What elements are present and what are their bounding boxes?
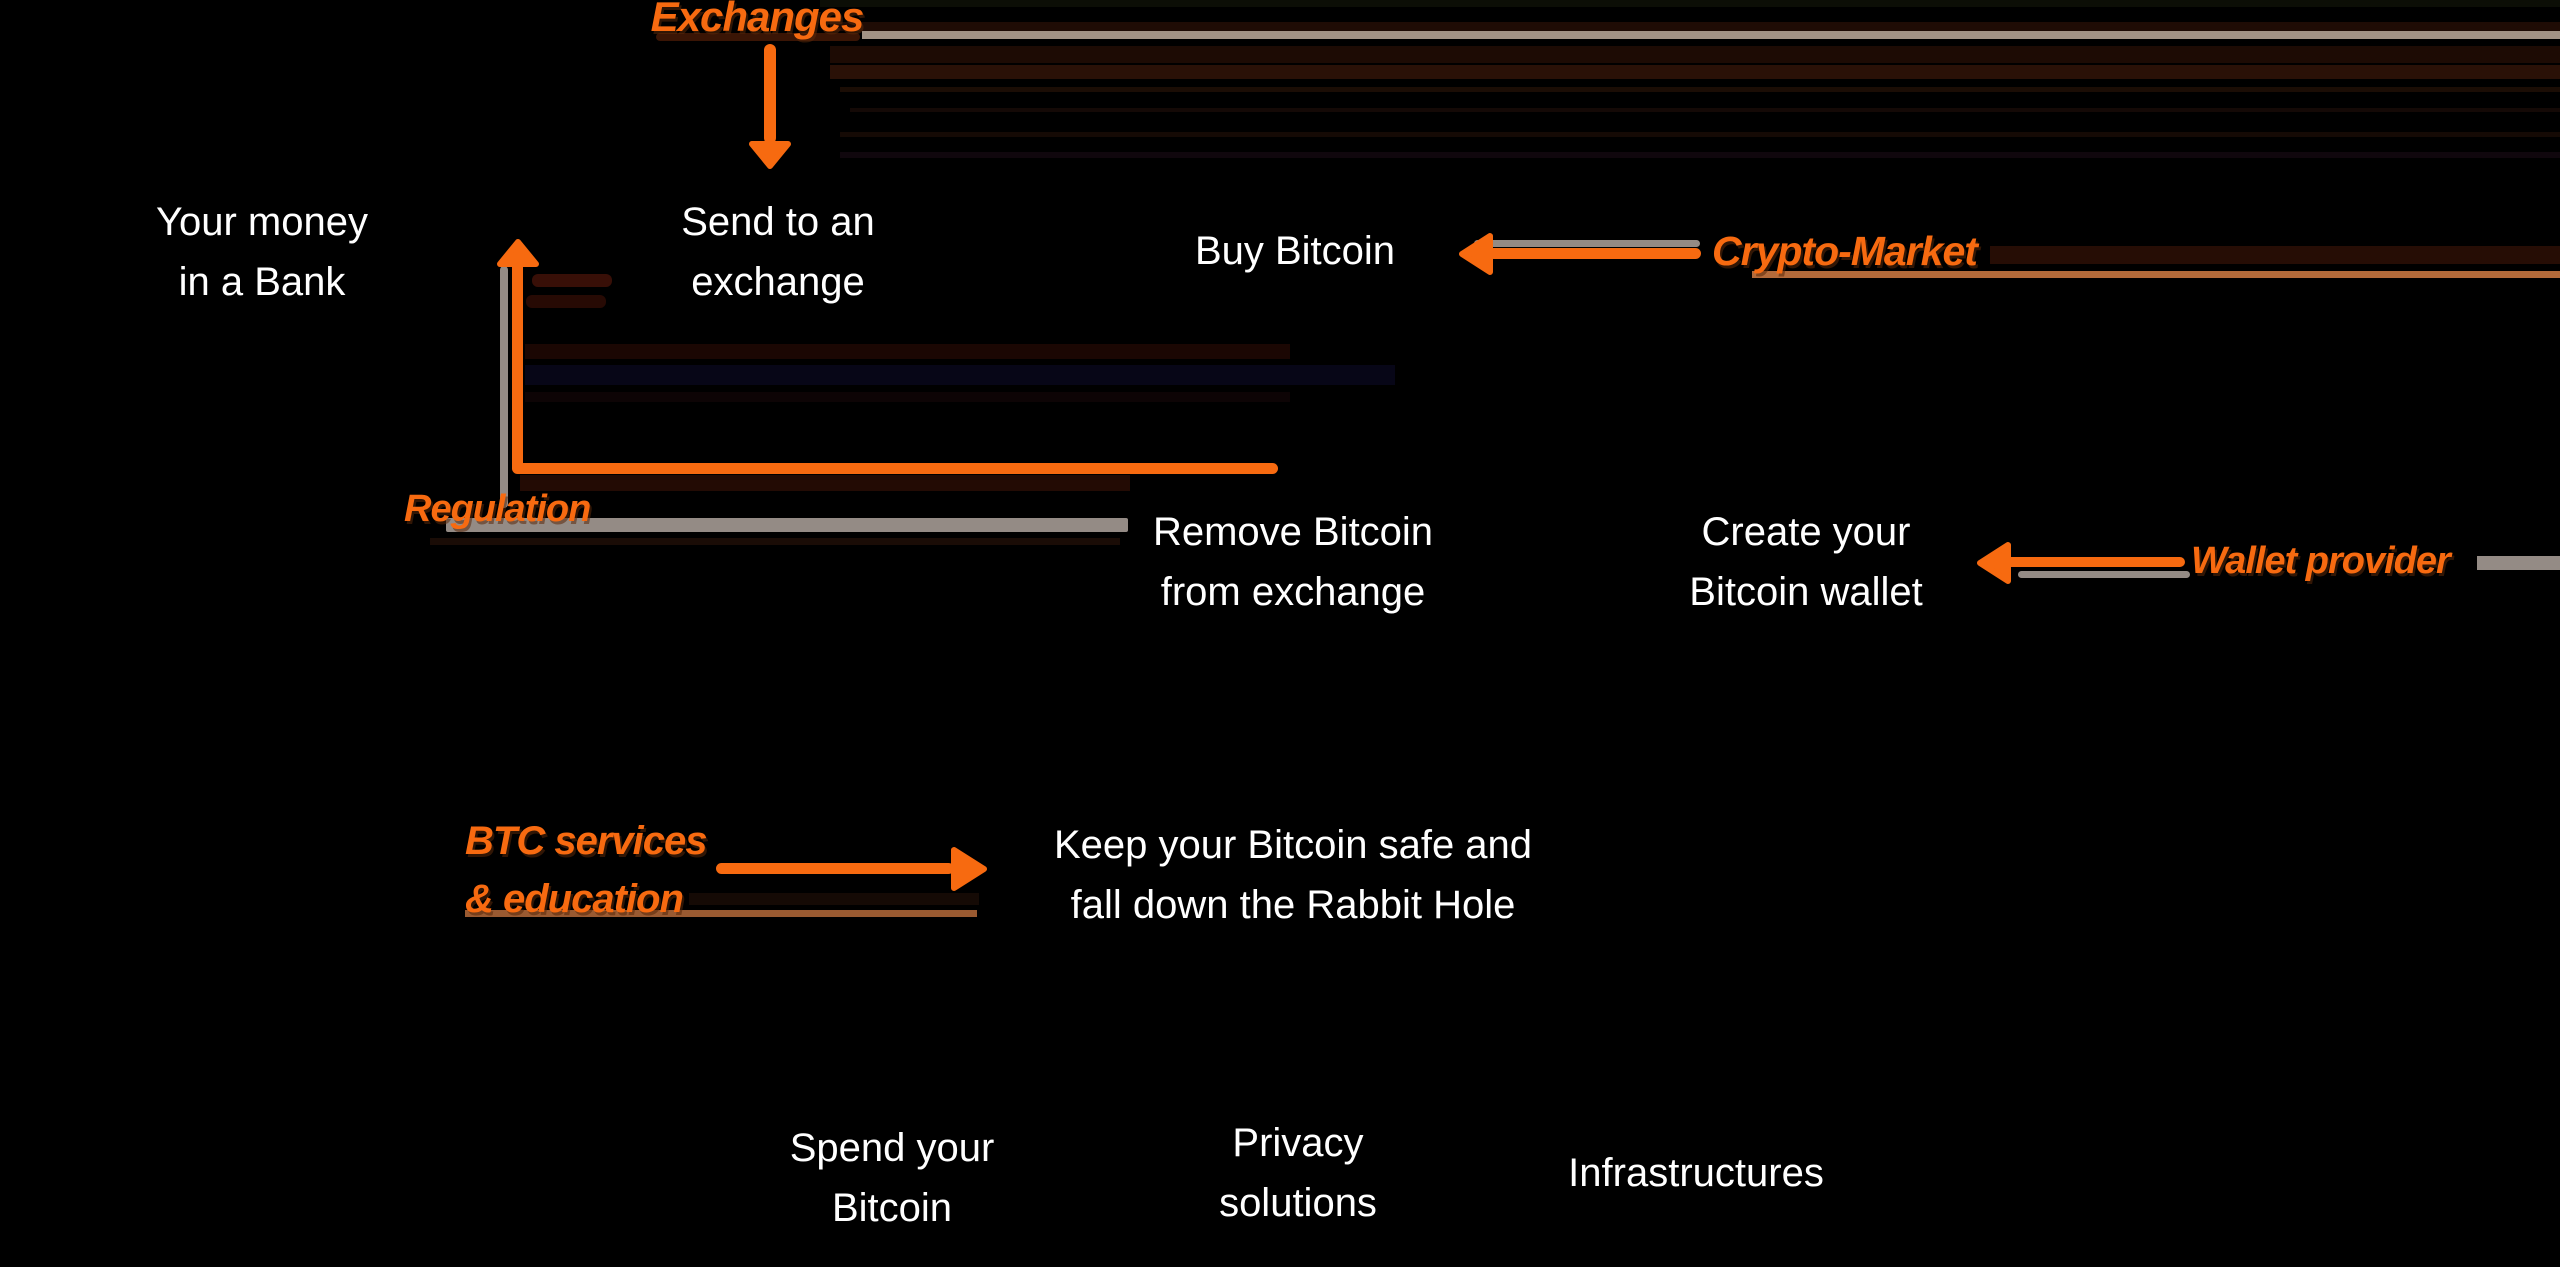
faint-line — [689, 893, 979, 905]
step-label: solutions — [1219, 1181, 1377, 1225]
faint-line — [830, 46, 2560, 63]
step-label: Your money — [156, 200, 368, 244]
faint-line — [840, 132, 2560, 137]
step-create-bitcoin-wallet: Create your Bitcoin wallet — [1689, 502, 1922, 622]
step-label: exchange — [691, 260, 865, 304]
step-remove-bitcoin-from-exchange: Remove Bitcoin from exchange — [1153, 502, 1433, 622]
step-label: Bitcoin — [831, 1186, 953, 1230]
faint-line — [656, 33, 860, 41]
step-infrastructures: Infrastructures — [1568, 1143, 1824, 1203]
arrow-shadow — [2018, 571, 2190, 578]
step-label: Spend your — [789, 1126, 995, 1170]
faint-line — [830, 65, 2560, 79]
faint-line — [850, 108, 2560, 112]
faint-line — [430, 538, 1120, 545]
faint-line — [830, 22, 2560, 31]
category-btc-services: BTC services & education — [465, 812, 707, 928]
category-regulation: Regulation — [404, 488, 591, 530]
arrow-shadow — [500, 266, 508, 508]
step-label: in a Bank — [178, 260, 346, 304]
step-spend-your-bitcoin: Spend your Bitcoin — [790, 1118, 995, 1238]
btc-services-to-keep-safe-arrow — [716, 863, 954, 874]
category-label: & education — [465, 877, 684, 921]
faint-line — [465, 910, 977, 917]
remove-to-bank-elbow-arrow — [512, 463, 1278, 474]
category-exchanges: Exchanges — [650, 0, 865, 40]
arrowhead-left-icon — [1459, 233, 1493, 275]
step-label: Bitcoin wallet — [1689, 570, 1923, 614]
regulation-shadow-line — [446, 518, 1128, 532]
step-label: Remove Bitcoin — [1152, 510, 1434, 554]
step-label: Keep your Bitcoin safe and — [1053, 823, 1533, 867]
step-privacy-solutions: Privacy solutions — [1219, 1113, 1377, 1233]
arrowhead-up-icon — [497, 239, 539, 267]
faint-line — [2477, 556, 2560, 570]
step-your-money-in-a-bank: Your money in a Bank — [156, 192, 368, 312]
faint-line — [862, 31, 2560, 39]
faint-line — [1752, 271, 2560, 278]
category-crypto-market: Crypto-Market — [1712, 228, 1978, 274]
faint-line — [820, 0, 2560, 7]
arrowhead-down-icon — [749, 141, 791, 169]
faint-line — [526, 295, 606, 308]
remove-to-bank-elbow-arrow — [512, 256, 523, 473]
step-send-to-exchange: Send to an exchange — [681, 192, 875, 312]
faint-line — [520, 475, 1130, 491]
faint-line — [840, 152, 2560, 158]
faint-line — [840, 87, 2560, 92]
faint-line — [1990, 246, 2560, 264]
faint-line — [525, 392, 1290, 402]
step-label: Create your — [1701, 510, 1911, 554]
wallet-provider-to-create-arrow — [2006, 557, 2185, 567]
step-label: Privacy — [1232, 1121, 1364, 1165]
category-wallet-provider: Wallet provider — [2191, 540, 2451, 582]
step-label: fall down the Rabbit Hole — [1070, 883, 1516, 927]
crypto-market-to-buy-arrow — [1488, 248, 1701, 259]
arrowhead-left-icon — [1977, 542, 2011, 584]
arrow-shadow — [1474, 240, 1700, 247]
arrowhead-right-icon — [951, 847, 987, 891]
step-label: Buy Bitcoin — [1194, 229, 1396, 273]
step-keep-bitcoin-safe: Keep your Bitcoin safe and fall down the… — [1054, 815, 1532, 935]
step-buy-bitcoin: Buy Bitcoin — [1195, 221, 1395, 281]
exchanges-to-send-arrow — [764, 44, 776, 144]
category-label: BTC services — [465, 819, 707, 863]
faint-line — [525, 365, 1395, 385]
step-label: from exchange — [1160, 570, 1426, 614]
step-label: Infrastructures — [1568, 1151, 1824, 1195]
faint-line — [525, 344, 1290, 359]
step-label: Send to an — [681, 200, 875, 244]
faint-line — [532, 274, 612, 287]
